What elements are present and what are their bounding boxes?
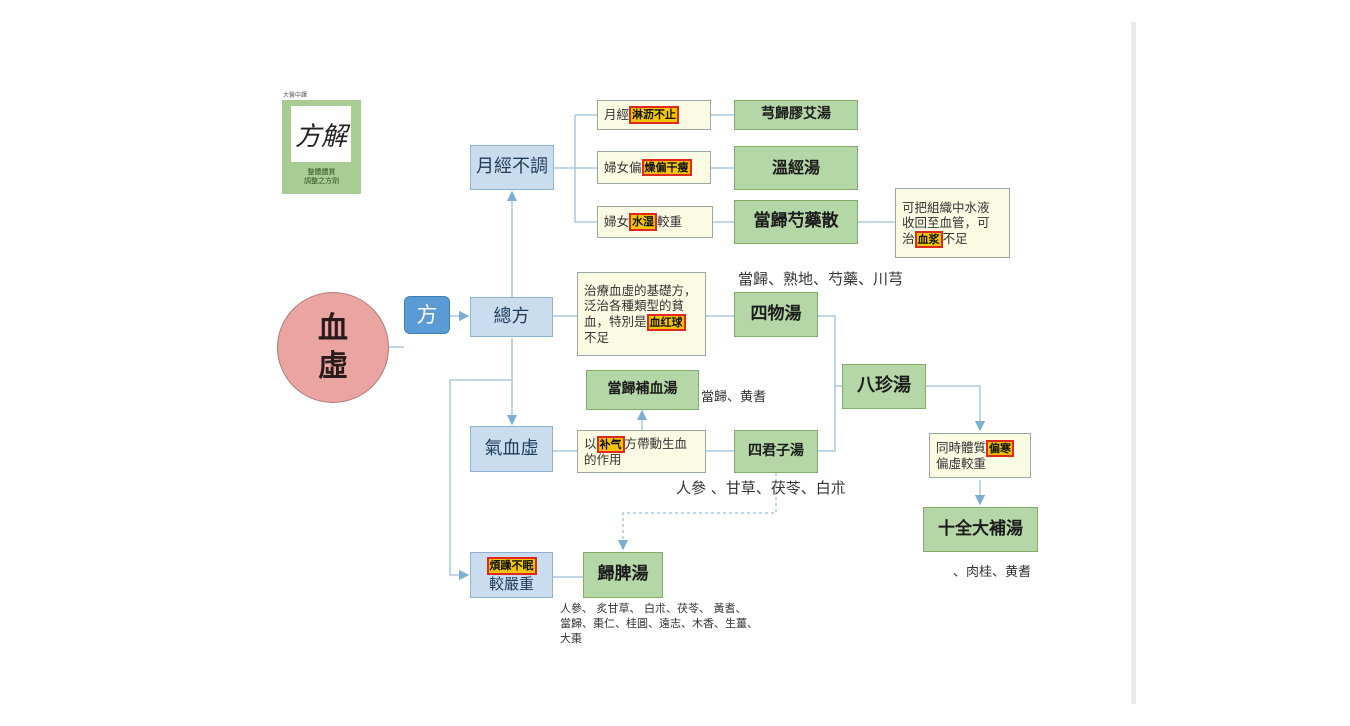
guipi-ingredients-line-1: 人參、 炙甘草、 白朮、茯苓、 黃耆、 [560, 602, 747, 615]
yuejing-note-3: 婦女 水湿 較重 [597, 206, 713, 238]
root-node-xuexu: 血 虛 [277, 292, 389, 403]
sijunzi-note-line-2: 的作用 [584, 451, 622, 467]
formula-wenjing: 溫經湯 [734, 146, 858, 190]
siwu-note-prefix: 血，特別是 [584, 313, 647, 329]
note-1-prefix: 月經 [604, 107, 630, 123]
guipi-ingredients: 人參、 炙甘草、 白朮、茯苓、 黃耆、 當歸、棗仁、桂圓、遠志、木香、生薑、 大… [560, 601, 758, 646]
root-line-2: 虛 [318, 348, 348, 384]
note-1-highlight: 淋沥不止 [629, 106, 680, 124]
logo-card: 方解 整體體質 調整之方劑 [282, 100, 361, 194]
logo-caption-bottom: 整體體質 調整之方劑 [282, 168, 361, 186]
formula-bazhen: 八珍湯 [842, 364, 926, 409]
jiaoyanzhong-label: 較嚴重 [488, 574, 534, 593]
siwu-note: 治療血虛的基礎方， 泛治各種類型的貧 血，特別是血红球 不足 [577, 272, 706, 356]
siwu-note-line-4: 不足 [584, 329, 610, 345]
qixuexu-node: 氣血虛 [470, 426, 553, 472]
bazhen-to-note-arrow [926, 385, 986, 432]
logo-caption-top: 大醫中譯 [283, 92, 308, 99]
guipi-ingredients-line-3: 大棗 [560, 632, 582, 645]
formula-xiongguijiaoai: 芎歸膠艾湯 [734, 100, 858, 130]
dgsy-note-line-3: 治血浆不足 [902, 230, 968, 248]
dgsy-note-highlight: 血浆 [914, 230, 943, 248]
jiaoyanzhong-tag: 煩躁不眠 [486, 556, 537, 575]
shiquandabu-ingredients: 、肉桂、黄耆 [953, 565, 1032, 580]
logo-calligraphy: 方解 [294, 121, 347, 152]
siwu-sijunzi-bracket [818, 315, 836, 452]
sijunzi-note-line-1: 以补气方帶動生血 [584, 435, 688, 453]
formula-sijunzi: 四君子湯 [734, 430, 818, 473]
note-2-highlight: 燥偏干瘦 [641, 158, 692, 177]
formula-siwu: 四物湯 [734, 292, 818, 337]
logo-caption-line-2: 調整之方劑 [304, 177, 339, 185]
formula-shiquandabu: 十全大補湯 [923, 507, 1038, 552]
yuejing-note-1: 月經 淋沥不止 [597, 100, 711, 130]
zongfang-node: 總方 [470, 297, 553, 337]
bazhen-note-prefix: 同時體質 [936, 439, 987, 455]
sijunzi-to-guipi-dashed-arrow [617, 473, 777, 551]
formula-dangguibuxue: 當歸補血湯 [586, 370, 699, 410]
note-2-prefix: 婦女偏 [604, 159, 642, 175]
zongfang-to-jiaoyanzhong-arrow [449, 379, 512, 581]
page-edge-rail [1131, 22, 1136, 704]
note-3-prefix: 婦女 [604, 214, 630, 230]
formula-guipi: 歸脾湯 [583, 552, 663, 598]
sijunzi-note-suffix: 方帶動生血 [624, 435, 688, 451]
yuejing-node: 月經不調 [470, 145, 554, 190]
dgsy-note-line-1: 可把組織中水液 [902, 199, 990, 215]
bazhen-note-line-1: 同時體質偏寒 [936, 439, 1015, 457]
root-line-1: 血 [318, 311, 348, 346]
note-3-suffix: 較重 [657, 214, 683, 230]
yuejing-note-2: 婦女偏 燥偏干瘦 [597, 151, 711, 184]
siwu-note-line-2: 泛治各種類型的貧 [584, 298, 685, 314]
dgsy-note-suffix: 不足 [942, 230, 968, 246]
sijunzi-note-prefix: 以 [584, 435, 597, 451]
logo-calligraphy-panel: 方解 [291, 106, 351, 162]
sijunzi-note: 以补气方帶動生血 的作用 [577, 430, 706, 473]
dgsy-note-line-2: 收回至血管，可 [902, 215, 990, 231]
logo-caption-line-1: 整體體質 [307, 168, 336, 176]
dangguibuxue-ingredients: 當歸、黄耆 [701, 390, 767, 405]
note-3-highlight: 水湿 [629, 213, 658, 231]
dangguishaoyao-note: 可把組織中水液 收回至血管，可 治血浆不足 [895, 188, 1010, 258]
sijunzi-note-highlight: 补气 [596, 435, 625, 453]
siwu-note-highlight: 血红球 [646, 313, 686, 331]
siwu-note-line-3: 血，特別是血红球 [584, 313, 686, 331]
sijunzi-ingredients: 人參 、甘草、茯苓、白朮 [676, 479, 846, 497]
dgsy-note-prefix: 治 [902, 230, 915, 246]
bazhen-note-highlight: 偏寒 [986, 439, 1015, 457]
guipi-ingredients-line-2: 當歸、棗仁、桂圓、遠志、木香、生薑、 [560, 617, 758, 630]
siwu-note-line-1: 治療血虛的基礎方， [584, 282, 697, 298]
bazhen-note: 同時體質偏寒 偏虛較重 [929, 433, 1031, 478]
formula-dangguishaoyao: 當歸芍藥散 [734, 200, 858, 244]
jiaoyanzhong-node: 煩躁不眠 較嚴重 [470, 552, 553, 598]
fang-node: 方 [404, 296, 450, 334]
bazhen-note-line-2: 偏虛較重 [936, 455, 987, 471]
siwu-ingredients: 當歸、熟地、芍藥、川芎 [738, 270, 904, 288]
